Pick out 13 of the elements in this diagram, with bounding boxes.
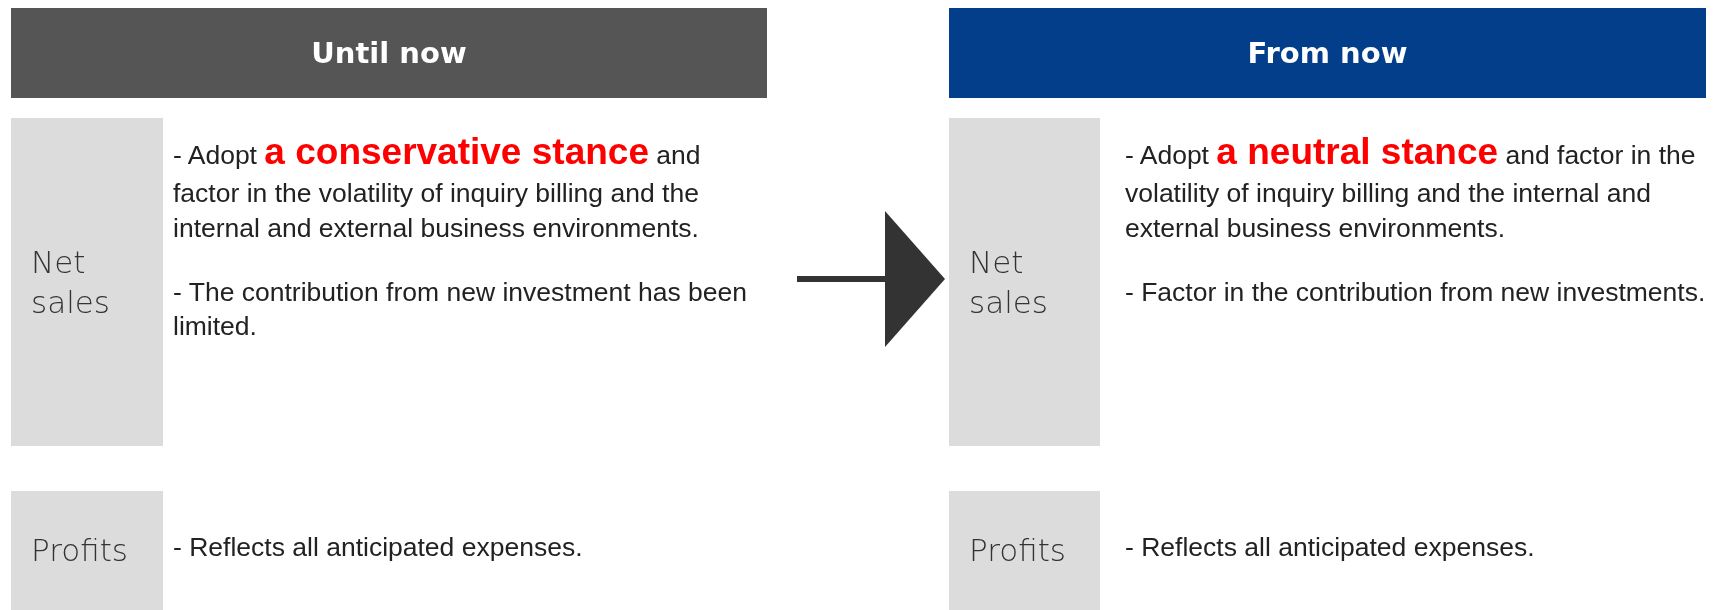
description-text: - Reflects all anticipated expenses. [1125, 531, 1536, 564]
description-text: - Adopt a conservative stance and factor in the volatility of inquiry billing and the internal and external business environments. [173, 130, 702, 245]
column-header: Until now [11, 8, 767, 98]
description-text: - Reflects all anticipated expenses. [173, 531, 584, 564]
block-arrow [797, 211, 945, 347]
description-text: - Adopt a neutral stance and factor in the volatility of inquiry billing and the internal and external business environments. [1125, 130, 1697, 245]
row-label: Net sales [949, 118, 1100, 446]
row-label: Profits [11, 491, 163, 610]
description-text: - Factor in the contribution from new investments. [1125, 275, 1707, 309]
row-label: Profits [949, 491, 1100, 610]
row-label: Net sales [11, 118, 163, 446]
description-text: - The contribution from new investment has been limited. [173, 275, 748, 344]
column-header: From now [949, 8, 1706, 98]
